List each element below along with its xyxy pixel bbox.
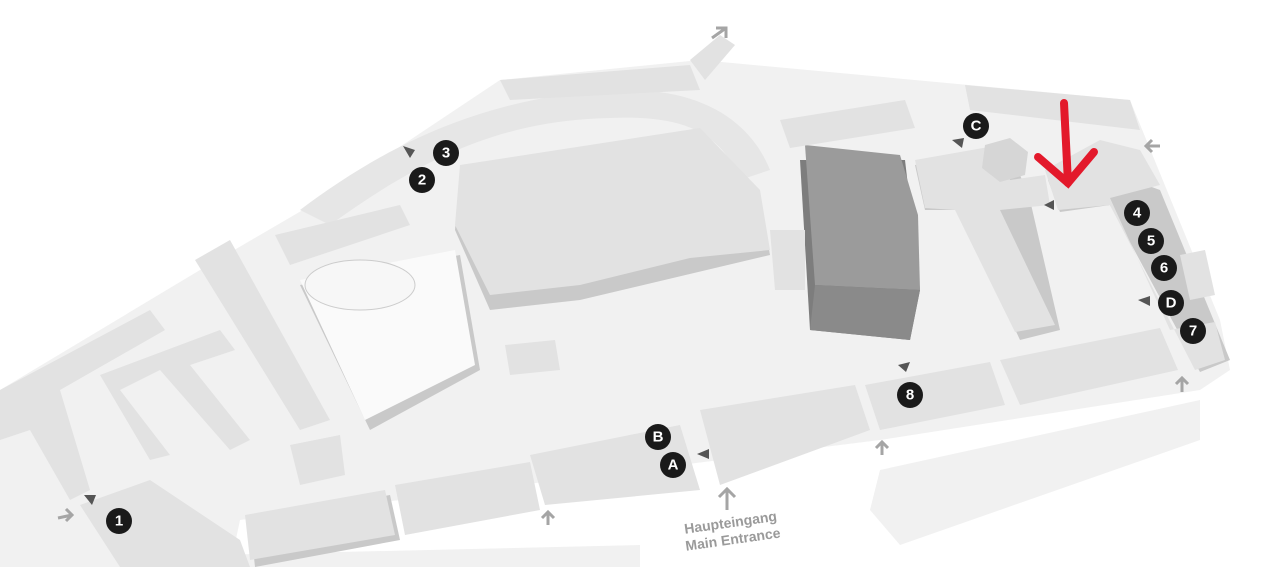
building-north-long bbox=[500, 65, 700, 100]
svg-text:C: C bbox=[971, 118, 982, 135]
building-south-6 bbox=[1000, 328, 1178, 405]
rotunda bbox=[304, 259, 416, 311]
svg-text:D: D bbox=[1166, 295, 1177, 312]
building-south-4 bbox=[700, 385, 870, 485]
building-east-target bbox=[1045, 140, 1225, 370]
building-tower bbox=[805, 145, 920, 290]
building-south-1 bbox=[245, 490, 395, 560]
marker-3[interactable]: 3 bbox=[433, 140, 459, 166]
marker-4[interactable]: 4 bbox=[1124, 200, 1150, 226]
marker-5[interactable]: 5 bbox=[1138, 228, 1164, 254]
marker-6[interactable]: 6 bbox=[1151, 255, 1177, 281]
building-far-north bbox=[965, 85, 1140, 130]
building-octagon bbox=[982, 138, 1028, 182]
building-nw-path bbox=[690, 35, 735, 80]
svg-text:3: 3 bbox=[442, 145, 450, 162]
svg-text:B: B bbox=[653, 429, 664, 446]
building-south-2 bbox=[395, 462, 540, 535]
door-markers bbox=[84, 138, 1150, 505]
marker-1[interactable]: 1 bbox=[106, 508, 132, 534]
marker-8[interactable]: 8 bbox=[897, 382, 923, 408]
svg-text:2: 2 bbox=[418, 172, 426, 189]
small-west-square bbox=[290, 435, 345, 485]
building-t-shape bbox=[915, 145, 1055, 332]
building-west-4 bbox=[275, 205, 410, 265]
svg-text:6: 6 bbox=[1160, 260, 1168, 277]
highlight-arrow-icon bbox=[1034, 99, 1098, 189]
marker-A[interactable]: A bbox=[660, 452, 686, 478]
svg-text:4: 4 bbox=[1133, 205, 1142, 222]
entrance-arrows bbox=[57, 26, 1190, 525]
marker-C[interactable]: C bbox=[963, 113, 989, 139]
marker-2[interactable]: 2 bbox=[409, 167, 435, 193]
marker-B[interactable]: B bbox=[645, 424, 671, 450]
marker-7[interactable]: 7 bbox=[1180, 318, 1206, 344]
marker-D[interactable]: D bbox=[1158, 290, 1184, 316]
parking-area bbox=[870, 400, 1200, 545]
building-west-1 bbox=[0, 310, 165, 500]
building-north-east bbox=[780, 100, 915, 148]
svg-text:7: 7 bbox=[1189, 323, 1197, 340]
building-west-3 bbox=[195, 240, 330, 430]
small-square bbox=[505, 340, 560, 375]
svg-text:1: 1 bbox=[115, 513, 123, 530]
building-sw-corner bbox=[80, 480, 250, 567]
building-central-hall bbox=[455, 128, 770, 295]
svg-text:A: A bbox=[668, 457, 679, 474]
svg-text:5: 5 bbox=[1147, 233, 1155, 250]
building-west-2 bbox=[100, 330, 250, 460]
building-south-5 bbox=[865, 362, 1005, 430]
svg-text:8: 8 bbox=[906, 387, 914, 404]
curved-walkway bbox=[300, 89, 770, 226]
